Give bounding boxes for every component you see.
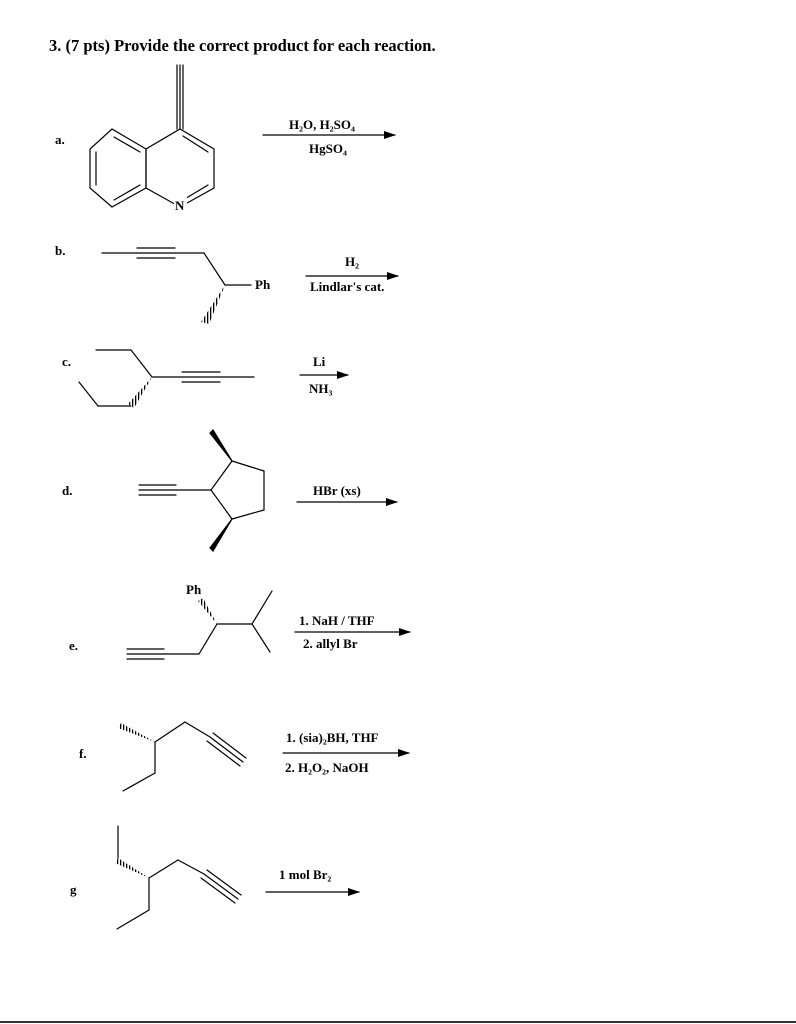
reagent-e-bottom: 2. allyl Br (303, 636, 358, 651)
atom-label-ph-e: Ph (186, 582, 202, 597)
reagent-a-top: H₂O, H₂SO₄ (289, 117, 355, 132)
reagent-b-top: H₂ (345, 254, 360, 269)
reagent-a-bottom: HgSO₄ (309, 141, 347, 156)
structure-g (115, 825, 242, 930)
reagent-c-top: Li (313, 354, 326, 369)
reaction-label-g: g (70, 882, 77, 897)
reaction-label-b: b. (55, 243, 66, 258)
atom-label-n: N (175, 198, 185, 213)
structure-b (101, 247, 252, 324)
structure-e (126, 590, 273, 660)
structure-c (78, 349, 255, 408)
structure-d (138, 429, 265, 552)
reaction-label-f: f. (79, 746, 87, 761)
reaction-label-a: a. (55, 132, 65, 147)
structure-f (118, 721, 247, 792)
bottom-rule (0, 1021, 796, 1023)
reaction-label-c: c. (62, 354, 72, 369)
reagent-b-bottom: Lindlar's cat. (310, 279, 385, 294)
reagent-e-top: 1. NaH / THF (299, 613, 375, 628)
reagent-f-top: 1. (sia)₂BH, THF (286, 730, 379, 745)
reagent-c-bottom: NH₃ (309, 381, 333, 396)
question-title: 3. (7 pts) Provide the correct product f… (49, 36, 436, 55)
reagent-f-bottom: 2. H₂O₂, NaOH (285, 760, 369, 775)
reagent-d: HBr (xs) (313, 483, 361, 498)
reaction-label-e: e. (69, 638, 79, 653)
reagent-g: 1 mol Br₂ (279, 867, 332, 882)
atom-label-ph-b: Ph (255, 277, 271, 292)
reaction-label-d: d. (62, 483, 73, 498)
structure-a (89, 64, 215, 208)
